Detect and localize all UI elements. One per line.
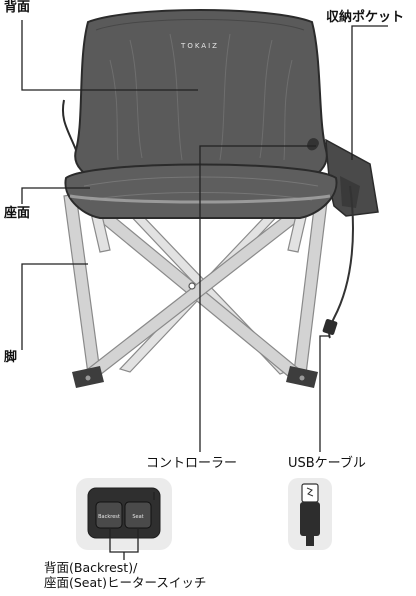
pivot-bolt [188, 282, 196, 290]
chair-feet [72, 366, 318, 388]
seat-switch-label: Seat [132, 514, 143, 520]
label-switch-line2: 座面(Seat)ヒータースイッチ [44, 575, 207, 590]
brand-logo: TOKAIZ [180, 42, 219, 50]
label-usb-cable: USBケーブル [288, 456, 366, 471]
usb-plug [322, 319, 338, 335]
label-controller: コントローラー [146, 456, 238, 471]
cable-plug [307, 138, 319, 151]
seat-cushion [64, 163, 338, 219]
leader-lines [21, 20, 388, 452]
backrest-switch[interactable] [95, 501, 123, 529]
label-backrest: 背面 [4, 0, 31, 15]
usb-detail [288, 478, 332, 550]
label-seat: 座面 [4, 206, 31, 221]
left-side-edge [62, 99, 77, 151]
controller-detail: Backrest Seat [76, 478, 172, 560]
label-storage-pocket: 収納ポケット [326, 10, 405, 25]
backrest-switch-label: Backrest [98, 514, 120, 520]
backrest-shell: TOKAIZ [74, 9, 328, 181]
label-legs: 脚 [4, 350, 18, 365]
label-switch-line1: 背面(Backrest)/ [44, 560, 138, 575]
